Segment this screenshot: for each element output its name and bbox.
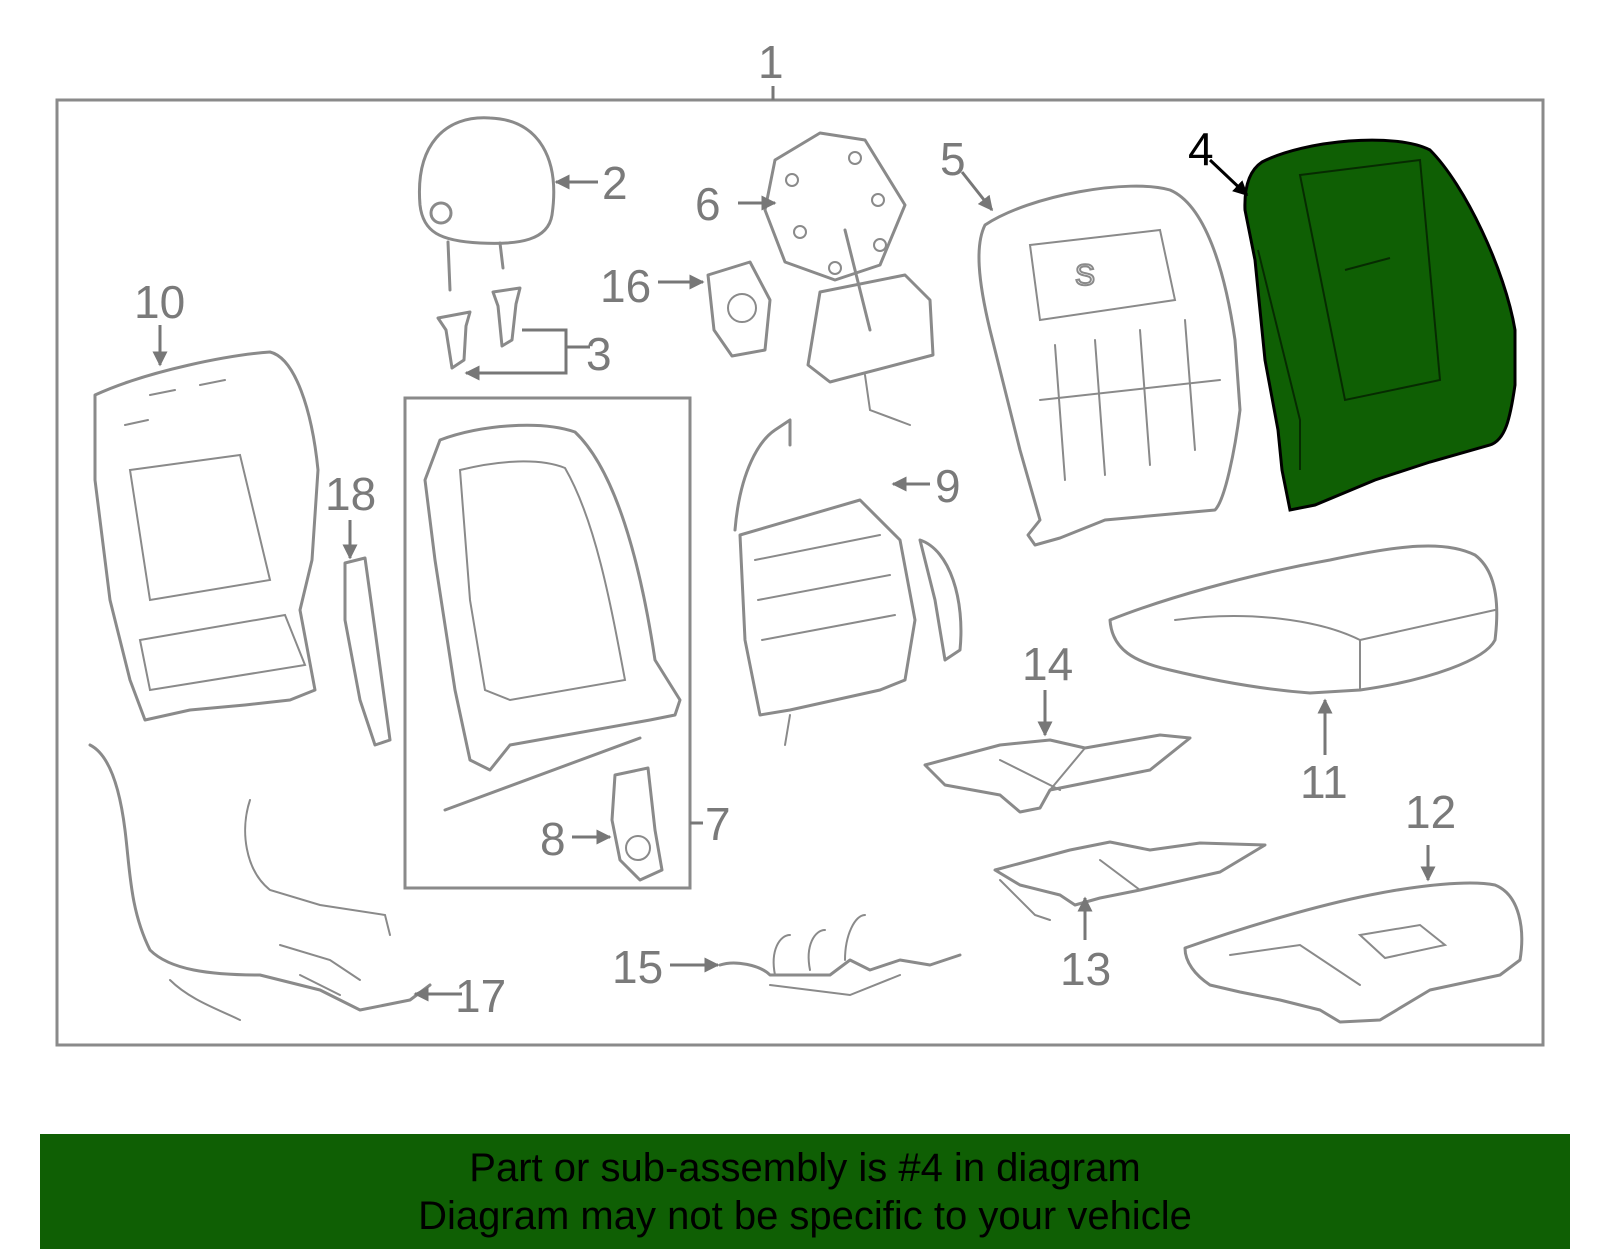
callout-17: 17 xyxy=(455,970,506,1022)
callout-18: 18 xyxy=(325,468,376,520)
part-18-trim-strip xyxy=(343,556,392,747)
part-2-headrest xyxy=(417,116,556,292)
part-4-back-cover-highlighted xyxy=(1243,138,1517,512)
banner-line-1: Part or sub-assembly is #4 in diagram xyxy=(469,1146,1141,1190)
callout-3: 3 xyxy=(586,328,612,380)
callout-9: 9 xyxy=(935,460,961,512)
assembly-frame xyxy=(55,98,1545,1047)
part-11-cushion-cover xyxy=(1108,544,1499,695)
callout-11: 11 xyxy=(1300,756,1348,808)
part-7-seat-back-frame xyxy=(423,423,682,812)
part-7-frame-box xyxy=(403,396,692,890)
part-15-wire-harness xyxy=(718,914,962,997)
part-8-motor xyxy=(610,766,664,882)
part-9-lumbar-support xyxy=(733,418,963,746)
part-16-module xyxy=(706,260,772,358)
callout-13: 13 xyxy=(1060,943,1111,995)
callout-4: 4 xyxy=(1188,123,1214,175)
callout-14: 14 xyxy=(1022,638,1073,690)
callout-5: 5 xyxy=(940,133,966,185)
callout-2: 2 xyxy=(602,157,628,209)
part-12-cushion-pad xyxy=(1183,881,1524,1024)
svg-text:S: S xyxy=(1075,259,1095,292)
part-17-main-harness xyxy=(88,743,432,1021)
callout-6: 6 xyxy=(695,178,721,230)
part-10-back-panel xyxy=(93,350,320,722)
callout-16: 16 xyxy=(600,260,651,312)
part-13-seat-pan-lower xyxy=(993,840,1267,921)
callout-12: 12 xyxy=(1405,786,1456,838)
part-6-back-module xyxy=(763,131,935,426)
banner-line-2: Diagram may not be specific to your vehi… xyxy=(418,1194,1192,1238)
callout-15: 15 xyxy=(612,941,663,993)
callout-1: 1 xyxy=(758,36,784,88)
part-14-seat-pan xyxy=(923,733,1192,814)
part-3-headrest-guides xyxy=(436,286,522,370)
callout-8: 8 xyxy=(540,813,566,865)
part-5-back-pad: S xyxy=(977,184,1242,547)
info-banner: Part or sub-assembly is #4 in diagram Di… xyxy=(40,1134,1570,1249)
callout-7: 7 xyxy=(705,798,731,850)
callout-10: 10 xyxy=(134,276,185,328)
